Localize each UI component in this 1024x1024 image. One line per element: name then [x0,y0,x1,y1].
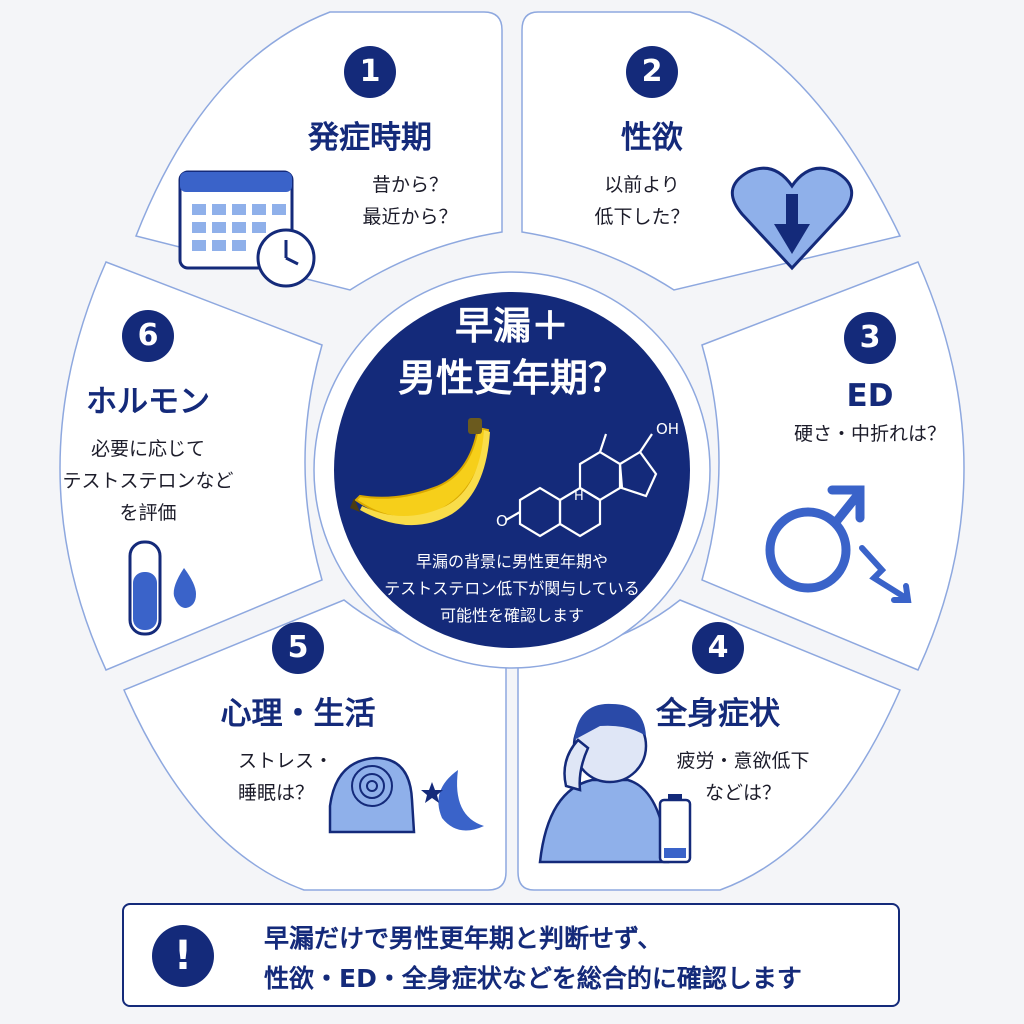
segment-3: 3 ED 硬さ・中折れは？ [760,312,980,450]
tired-man-low-battery-icon [538,703,692,864]
segment-4-description: 疲労・意欲低下 などは？ [676,750,810,804]
molecule-label-o: O [496,512,508,530]
segment-6-description: 必要に応じて テストステロンなど を評価 [62,438,234,524]
male-symbol-declining-icon [765,485,912,603]
segment-6-number: 6 [122,310,174,362]
segment-4: 4 全身症状 疲労・意欲低下 などは？ [608,622,828,809]
conclusion-note: ! 早漏だけで男性更年期と判断せず、 性欲・ED・全身症状などを総合的に確認しま… [122,903,900,1007]
segment-4-number: 4 [692,622,744,674]
calendar-clock-icon [178,170,316,288]
segment-3-panel [701,261,965,671]
segment-5-number: 5 [272,622,324,674]
segment-5-title: 心理・生活 [220,696,376,732]
exclamation-icon: ! [152,925,214,987]
center-description: 早漏の背景に男性更年期や テストステロン低下が関与している 可能性を確認します [384,552,640,625]
molecule-label-oh: OH [656,420,679,438]
heart-down-arrow-icon [731,166,853,271]
conclusion-text: 早漏だけで男性更年期と判断せず、 性欲・ED・全身症状などを総合的に確認します [264,924,802,993]
segment-3-number: 3 [844,312,896,364]
segment-2-number: 2 [626,46,678,98]
segment-1-number: 1 [344,46,396,98]
segment-5: 5 心理・生活 ストレス・ 睡眠は？ [188,622,408,809]
segment-6-panel [59,261,323,671]
segment-1-title: 発症時期 [308,120,432,156]
center-title: 早漏＋ 男性更年期？ [397,304,626,400]
segment-3-description: 硬さ・中折れは？ [793,423,946,445]
molecule-label-h: H [574,489,584,504]
segment-2-description: 以前より 低下した？ [594,174,690,228]
segment-6: 6 ホルモン 必要に応じて テストステロンなど を評価 [38,310,258,529]
segment-4-title: 全身症状 [656,696,780,732]
segment-1-description: 昔から？ 最近から？ [362,174,458,228]
segment-3-title: ED [846,378,894,414]
segment-2-title: 性欲 [621,120,683,156]
testosterone-molecule-icon [505,433,658,538]
test-tube-drop-icon [128,540,196,636]
stressed-head-moon-icon [328,756,484,834]
segment-2: 2 性欲 以前より 低下した？ [542,46,762,233]
center-circle [334,292,690,648]
segment-5-description: ストレス・ 睡眠は？ [238,750,334,804]
banana-icon [350,418,490,526]
segment-6-title: ホルモン [86,384,210,420]
segment-1: 1 発症時期 昔から？ 最近から？ [260,46,480,233]
diagram-wheel: OH H O [59,11,965,891]
